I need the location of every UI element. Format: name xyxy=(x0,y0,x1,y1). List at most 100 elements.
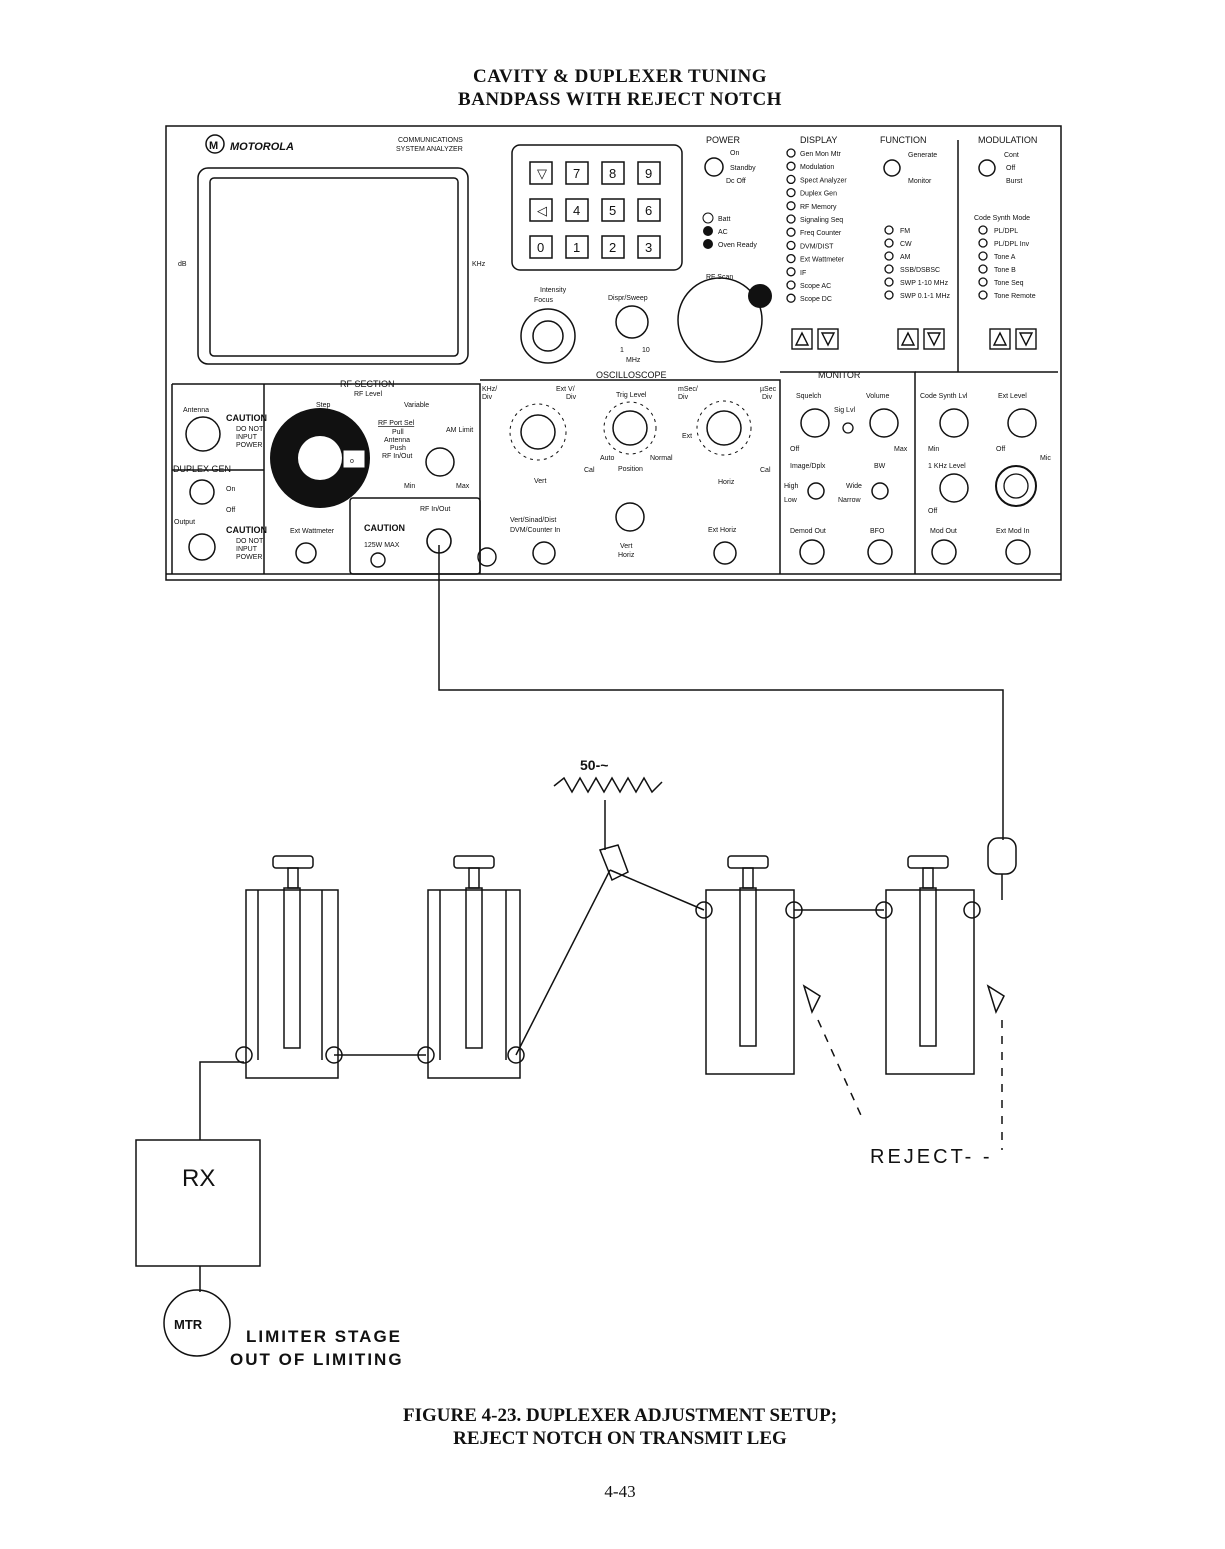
display-radio[interactable] xyxy=(786,201,796,211)
svg-text:Squelch: Squelch xyxy=(796,393,821,400)
mtr-meter xyxy=(163,1289,231,1357)
function-radio[interactable] xyxy=(884,238,894,248)
keypad-key[interactable] xyxy=(565,161,589,185)
horiz-knob[interactable] xyxy=(706,410,742,446)
code-mode-radio[interactable] xyxy=(978,251,988,261)
function-radio[interactable] xyxy=(884,277,894,287)
code-synth-lvl-knob[interactable] xyxy=(939,408,969,438)
display-item-label: Ext Wattmeter xyxy=(800,257,845,264)
display-radio[interactable] xyxy=(786,267,796,277)
modulation-switch[interactable] xyxy=(978,159,996,177)
sig-lvl-led xyxy=(842,422,854,434)
mod-down-button[interactable] xyxy=(1015,328,1037,350)
mod-up-button[interactable] xyxy=(989,328,1011,350)
svg-text:RF In/Out: RF In/Out xyxy=(382,453,412,460)
position-knob[interactable] xyxy=(615,502,645,532)
dispr-sweep-knob[interactable] xyxy=(615,305,649,339)
svg-text:1 KHz Level: 1 KHz Level xyxy=(928,463,966,470)
bw-switch[interactable] xyxy=(871,482,889,500)
mic-connector[interactable] xyxy=(995,465,1037,507)
trig-level-knob[interactable] xyxy=(612,410,648,446)
display-radio[interactable] xyxy=(786,161,796,171)
function-switch[interactable] xyxy=(883,159,901,177)
khz-level-knob[interactable] xyxy=(939,473,969,503)
rf-scan-knob[interactable] xyxy=(677,277,763,363)
keypad-key[interactable] xyxy=(637,161,661,185)
power-switch[interactable] xyxy=(704,157,724,177)
display-radio[interactable] xyxy=(786,253,796,264)
display-radio[interactable] xyxy=(786,187,796,198)
image-dplx-switch[interactable] xyxy=(807,482,825,500)
display-radio[interactable] xyxy=(786,280,796,290)
ext-wattmeter-jack[interactable] xyxy=(295,542,317,564)
keypad-key[interactable] xyxy=(601,235,625,259)
rf-variable-knob[interactable] xyxy=(425,447,455,477)
ext-mod-in-jack[interactable] xyxy=(1005,539,1031,565)
svg-text:Push: Push xyxy=(390,445,406,452)
duplex-gen-switch[interactable] xyxy=(189,479,215,505)
function-down-button[interactable] xyxy=(923,328,945,350)
svg-text:Div: Div xyxy=(482,394,493,401)
intensity-knob[interactable] xyxy=(520,308,576,364)
svg-text:Low: Low xyxy=(784,497,798,504)
rf-inout-jack[interactable] xyxy=(426,528,452,554)
code-mode-radio[interactable] xyxy=(978,290,988,300)
function-radio[interactable] xyxy=(884,290,894,300)
display-radio[interactable] xyxy=(786,174,796,185)
function-radio[interactable] xyxy=(884,225,894,235)
ext-horiz-jack[interactable] xyxy=(713,541,737,565)
keypad-key[interactable] xyxy=(529,161,553,185)
display-radio[interactable] xyxy=(786,240,796,251)
keypad-key[interactable] xyxy=(565,198,589,222)
svg-text:RF Port Sel: RF Port Sel xyxy=(378,420,415,427)
display-up-button[interactable] xyxy=(791,328,813,350)
volume-knob[interactable] xyxy=(869,408,899,438)
svg-text:Image/Dplx: Image/Dplx xyxy=(790,463,826,470)
display-item-label: RF Memory xyxy=(800,204,837,211)
ground-terminal[interactable] xyxy=(477,547,497,567)
display-radio[interactable] xyxy=(786,214,796,224)
caption-line1: FIGURE 4-23. DUPLEXER ADJUSTMENT SETUP; xyxy=(402,1405,838,1426)
keypad-frame xyxy=(511,144,683,271)
mod-out-jack[interactable] xyxy=(931,539,957,565)
display-radio[interactable] xyxy=(786,293,796,303)
ext-level-knob[interactable] xyxy=(1007,408,1037,438)
svg-text:AM Limit: AM Limit xyxy=(446,427,473,434)
title-line2: BANDPASS WITH REJECT NOTCH xyxy=(458,89,782,110)
squelch-knob[interactable] xyxy=(800,408,830,438)
svg-text:RF In/Out: RF In/Out xyxy=(420,506,450,513)
svg-text:Position: Position xyxy=(618,466,643,473)
keypad-key[interactable] xyxy=(637,198,661,222)
function-radio[interactable] xyxy=(884,251,894,261)
code-mode-radio[interactable] xyxy=(978,238,988,248)
keypad-key[interactable] xyxy=(601,198,625,222)
code-mode-radio[interactable] xyxy=(978,225,988,235)
display-radio[interactable] xyxy=(786,148,796,158)
function-radio[interactable] xyxy=(884,264,894,274)
keypad-key[interactable] xyxy=(637,235,661,259)
vert-knob[interactable] xyxy=(520,414,556,450)
function-up-button[interactable] xyxy=(897,328,919,350)
power-header: POWER xyxy=(706,135,741,145)
vert-sinad-jack[interactable] xyxy=(532,541,556,565)
output-jack[interactable] xyxy=(188,533,216,561)
code-mode-radio[interactable] xyxy=(978,277,988,287)
keypad-key[interactable] xyxy=(565,235,589,259)
bfo-knob[interactable] xyxy=(867,539,893,565)
antenna-jack[interactable] xyxy=(185,416,221,452)
display-radio[interactable] xyxy=(786,227,796,237)
rx-label: RX xyxy=(182,1165,215,1192)
display-down-button[interactable] xyxy=(817,328,839,350)
keypad-key[interactable] xyxy=(529,235,553,259)
keypad-key[interactable] xyxy=(601,161,625,185)
svg-text:Div: Div xyxy=(566,394,577,401)
svg-text:10: 10 xyxy=(642,347,650,354)
subtitle1: COMMUNICATIONS xyxy=(398,137,463,144)
focus-knob[interactable] xyxy=(532,320,564,352)
svg-text:Wide: Wide xyxy=(846,483,862,490)
code-mode-radio[interactable] xyxy=(978,264,988,274)
demod-out-jack[interactable] xyxy=(799,539,825,565)
keypad-key[interactable] xyxy=(529,198,553,222)
svg-text:POWER: POWER xyxy=(236,554,262,561)
